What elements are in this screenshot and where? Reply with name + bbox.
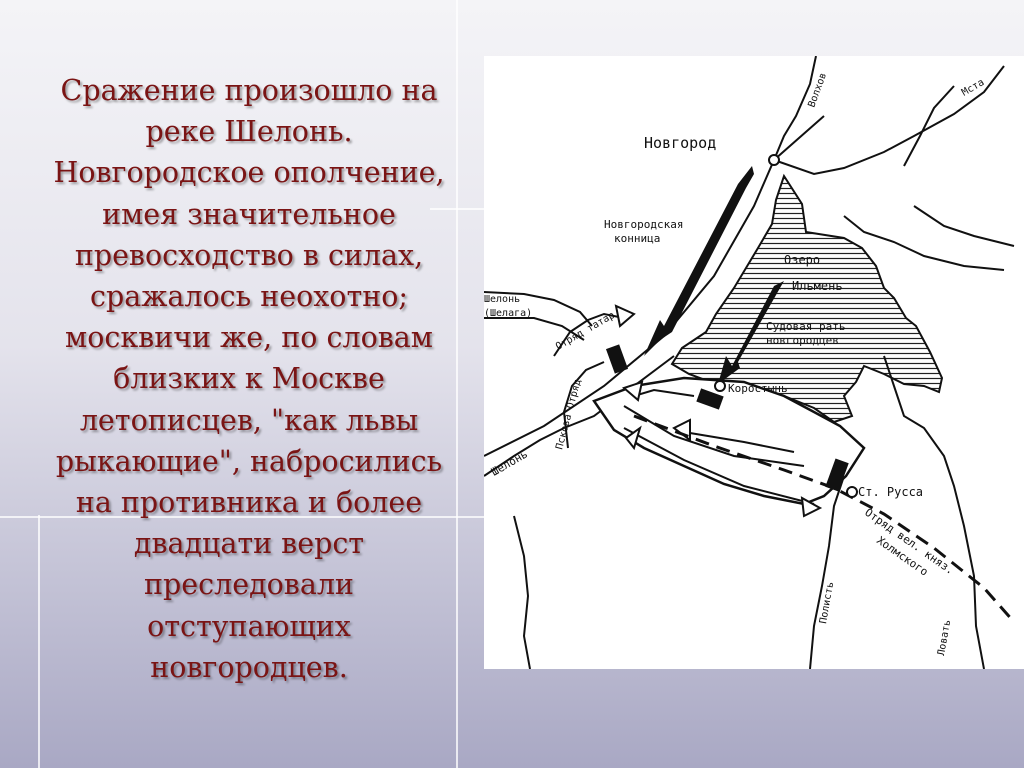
decor-line-vertical-1 (456, 0, 458, 768)
text-line: превосходство в силах, (74, 238, 424, 272)
railroad (484, 115, 825, 457)
text-line: преследовали (144, 568, 354, 602)
lake-ilmen (670, 173, 944, 424)
decor-line-horizontal-1 (430, 208, 490, 210)
lovat-river (883, 355, 985, 669)
rivers (484, 56, 1015, 669)
troop-block-3 (825, 458, 849, 492)
korostyn-town (714, 380, 726, 392)
label-shelon-left: Шелонь (484, 294, 520, 305)
label-pskov: Пскова Отряд (554, 378, 583, 451)
east-river (843, 215, 1005, 271)
msta-river (773, 65, 1005, 176)
label-army-2: новгородцев (766, 334, 839, 347)
west-river (484, 291, 593, 327)
arrow-left (683, 431, 795, 453)
text-line: летописцев, "как львы (79, 403, 419, 437)
label-staraya-russa: Ст. Русса (858, 485, 923, 499)
text-line: москвичи же, по словам (65, 321, 433, 355)
arrow-korostyn-west (633, 388, 695, 397)
novgorod-town (768, 154, 780, 166)
text-line: Сражение произошло на (60, 74, 438, 107)
arrowhead-2 (624, 425, 642, 451)
text-line: рыкающие", набросились (55, 444, 443, 478)
pskov-arrow (562, 361, 605, 449)
arrowhead-3 (622, 380, 644, 402)
text-line: имея значительное (102, 197, 396, 231)
text-line: Новгородское ополчение, (53, 156, 445, 190)
label-shelon: Шелонь (489, 447, 530, 478)
label-cavalry-1: Новгородская (604, 218, 683, 231)
text-line: сражалось неохотно; (90, 280, 408, 314)
troop-block-1 (605, 344, 629, 374)
cavalry-arrow (644, 166, 754, 356)
text-line: на противника и более (75, 486, 423, 520)
polist-river (809, 475, 845, 669)
south-river (513, 515, 531, 669)
label-volkhov: Волхов (806, 71, 829, 109)
march-route (633, 414, 1016, 623)
text-line: двадцати верст (133, 527, 365, 561)
label-tatars: Отряд татар (554, 310, 617, 353)
text-line: новгородцев. (150, 650, 348, 684)
map-drawing: Новгород Новгородская конница Озеро Ильм… (484, 56, 1016, 669)
battle-map: Новгород Новгородская конница Озеро Ильм… (484, 56, 1024, 669)
text-line: отступающих (147, 609, 351, 643)
label-cavalry-2: конница (614, 232, 660, 245)
label-novgorod: Новгород (644, 134, 716, 152)
pursuit-arrows (553, 312, 815, 505)
text-line: реке Шелонь. (145, 115, 353, 149)
decor-line-vertical-2 (38, 515, 40, 768)
label-lake-2: Ильмень (792, 279, 843, 293)
msta-branch (903, 85, 955, 167)
label-korostyn: Коростынь (728, 382, 788, 395)
staraya-russa-town (846, 486, 858, 498)
troop-block-2 (696, 388, 724, 410)
volkhov-river (773, 56, 817, 161)
label-lovat: Ловать (936, 619, 953, 656)
arrowhead-4 (800, 496, 823, 518)
west-river-2 (484, 317, 585, 341)
tatar-arrow (553, 312, 625, 357)
decor-line-horizontal-2 (0, 516, 484, 518)
battle-area (592, 376, 866, 506)
label-shelaga: (Шелага) (484, 308, 532, 319)
east-river-2 (913, 205, 1015, 247)
arrowhead-1 (614, 304, 636, 328)
label-army-1: Судовая рать (766, 320, 845, 333)
arrow-east-2 (623, 405, 805, 467)
arrow-east-1 (623, 427, 815, 505)
label-msta: Мста (960, 77, 986, 99)
army-arrow (718, 281, 784, 384)
label-lake-1: Озеро (784, 253, 820, 267)
text-line: близких к Москве (113, 362, 385, 396)
slide-text: Сражение произошло на реке Шелонь. Новго… (30, 70, 468, 688)
